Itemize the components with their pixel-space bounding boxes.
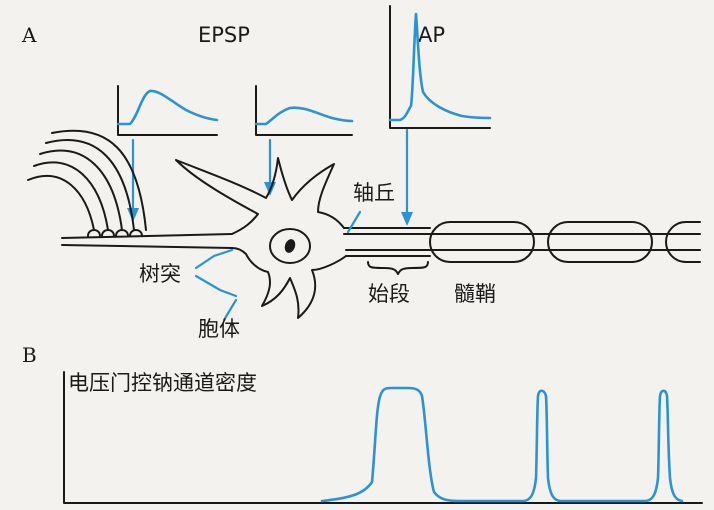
axon-hillock-leader <box>346 210 362 234</box>
fiber-3 <box>39 149 123 231</box>
bouton-4 <box>129 229 143 237</box>
ap-title: AP <box>418 23 445 47</box>
myelin-sheath-3 <box>665 221 701 263</box>
epsp-soma-trace <box>254 106 354 126</box>
arrow-dendrite-head <box>127 208 139 222</box>
fiber-1 <box>27 175 95 231</box>
dendrite-label: 树突 <box>139 262 181 286</box>
epsp-title: EPSP <box>198 23 250 47</box>
leader-lines <box>194 210 362 322</box>
myelin-label: 髓鞘 <box>454 282 496 306</box>
soma-leader <box>222 298 238 322</box>
bouton-3 <box>115 229 129 237</box>
epsp-soma-axes <box>255 85 353 136</box>
ap-axes <box>389 5 491 129</box>
myelin-sheath-2 <box>547 221 653 263</box>
epsp-dendrite-axes <box>117 85 218 136</box>
ap-trace <box>388 12 492 122</box>
neuron <box>61 157 421 319</box>
presynaptic-fibers <box>27 129 147 237</box>
ap-inset <box>388 5 492 129</box>
soma-label: 胞体 <box>198 317 240 341</box>
epsp-soma-inset <box>254 85 354 136</box>
panel-b-label: B <box>22 343 37 367</box>
nucleus-outline <box>269 228 311 264</box>
myelin-sheath-1 <box>429 221 535 263</box>
density-trace <box>320 386 684 503</box>
initial-segment-label: 始段 <box>368 282 410 306</box>
dendrite-lower <box>61 244 233 249</box>
recording-arrows <box>127 128 413 226</box>
panel-a-label: A <box>21 23 37 47</box>
axon <box>343 221 701 275</box>
epsp-dendrite-trace <box>116 89 219 126</box>
initial-segment-brace <box>367 261 429 275</box>
axon-hillock-label: 轴丘 <box>353 181 395 205</box>
bouton-2 <box>101 229 115 237</box>
fiber-4 <box>45 139 135 231</box>
bouton-1 <box>87 229 101 237</box>
soma-outline <box>175 157 421 319</box>
density-axes <box>63 371 703 504</box>
dendrite-upper <box>61 233 233 239</box>
fiber-5 <box>51 129 147 231</box>
epsp-dendrite-inset <box>116 85 219 136</box>
arrow-initial-segment-head <box>401 212 413 226</box>
nucleolus <box>284 239 296 253</box>
dendrite-leader <box>194 248 234 270</box>
fiber-2 <box>33 161 109 231</box>
soma-leader-upper <box>194 274 238 298</box>
channel-density-plot: 电压门控钠通道密度 <box>63 371 703 504</box>
density-title: 电压门控钠通道密度 <box>68 371 257 395</box>
